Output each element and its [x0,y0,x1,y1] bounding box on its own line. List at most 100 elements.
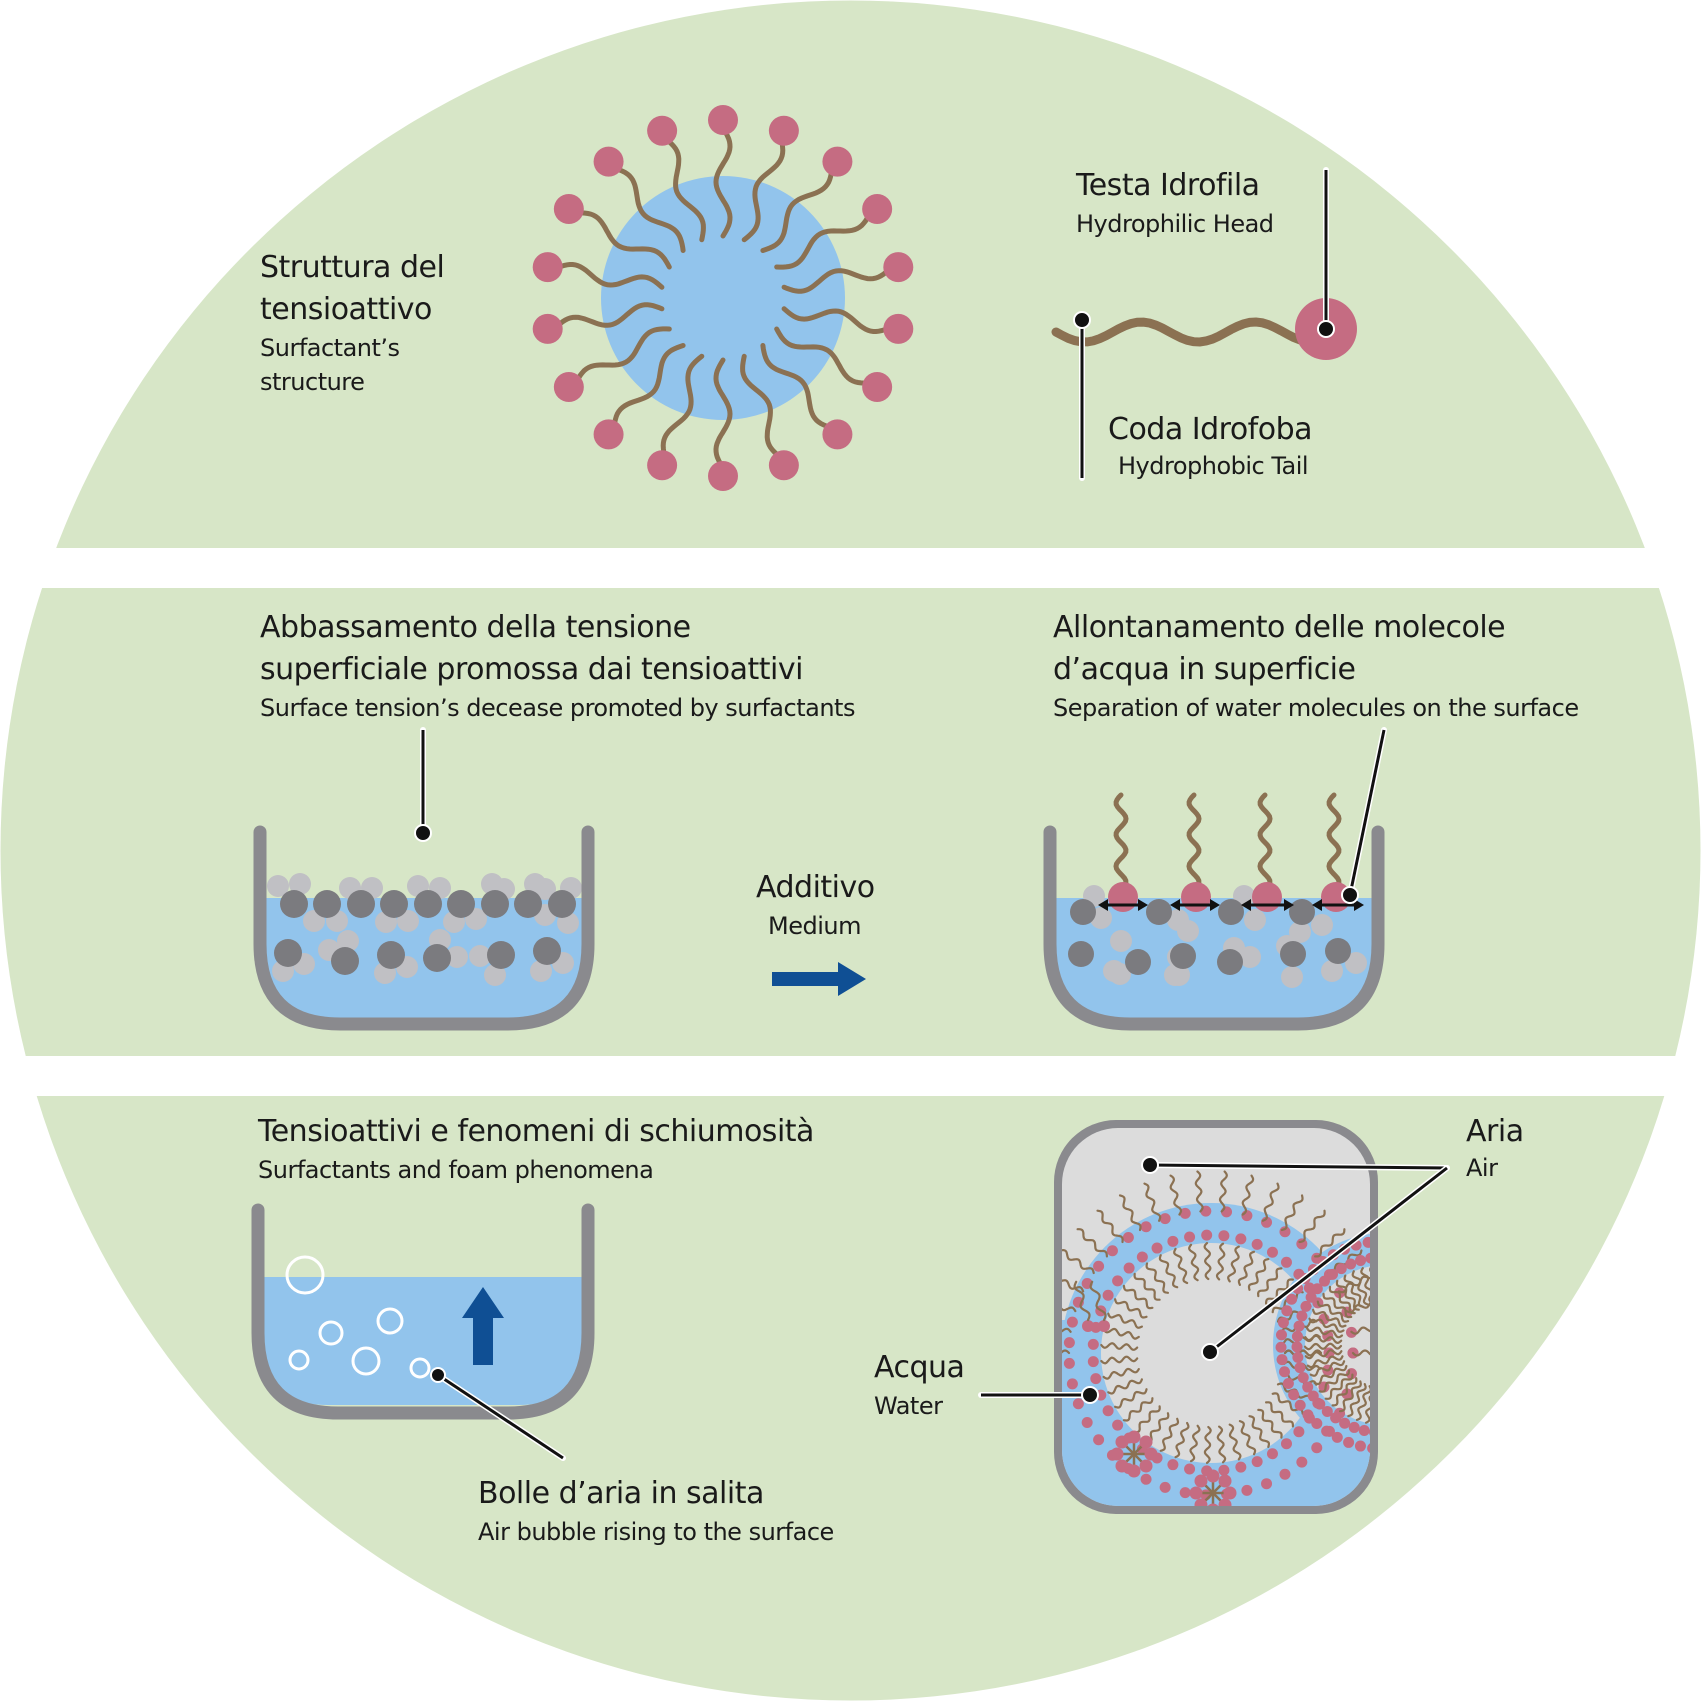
surfactant-head [1179,1207,1191,1219]
panel2-left-title-en: Surface tension’s decease promoted by su… [260,694,855,722]
surfactant-tail [611,343,686,431]
surfactant-head [1081,1416,1093,1428]
surfactant-tail [1298,1209,1326,1244]
surfactant-head [1300,1300,1312,1312]
water-molecule-light [1164,964,1186,986]
surfactant-head [1139,1459,1153,1473]
surfactant-tail [1228,1423,1242,1461]
surfactant-head [1194,1474,1208,1488]
leader-line [1149,1163,1448,1170]
additive-label-it: Additivo [756,870,875,905]
surfactant-head [1140,1473,1152,1485]
surfactant-tail [1107,1312,1143,1329]
surfactant-head [553,194,584,224]
panel2-right-title-en: Separation of water molecules on the sur… [1053,694,1579,722]
surfactant-head [1345,1258,1357,1270]
surfactant-tail [1073,1280,1091,1322]
surfactant-tail [1304,1334,1343,1345]
surfactant-tail [1335,1279,1360,1311]
air-bubble [376,1307,404,1335]
air-bubble [285,1255,325,1295]
surfactant-head [1302,1409,1314,1421]
surfactant-head [1093,1434,1105,1446]
water-molecule-dark [481,890,509,918]
surfactant-head [1218,1474,1232,1488]
surfactant-head [822,146,853,177]
water-molecule-dark [380,890,408,918]
leader-line [1209,1166,1448,1354]
right-arrow-icon [772,962,866,996]
water-molecule-dark [347,890,375,918]
surfactant-head [593,419,624,450]
surfactant-tail [1328,1285,1356,1315]
surfactant-head [1286,1293,1298,1305]
surfactant-head [647,450,678,481]
surfactant-head [1275,1329,1287,1341]
air-bubble [288,1349,310,1371]
water-molecule-dark [1146,899,1172,925]
surfactant-head [1167,1235,1179,1247]
water-molecule-dark [1170,943,1196,969]
leader-line [1348,729,1386,896]
surfactant-head [1314,1398,1326,1410]
surfactant-head [1112,1419,1124,1431]
surfactant-tail [1355,1385,1370,1421]
surfactant-head [1278,1366,1290,1378]
surfactant-head [532,313,563,344]
surfactant-tail [1241,1174,1255,1216]
surfactant-head [1311,1418,1323,1430]
water-molecule-dark [1068,941,1094,967]
surfactant-head [1127,1430,1141,1444]
water-molecule-light [1281,966,1303,988]
surfactant-tail [1343,1274,1365,1308]
surfactant-tail [1102,1327,1140,1340]
panel3-title-it: Tensioattivi e fenomeni di schiumosità [258,1114,814,1149]
arrowhead-right [1354,899,1364,911]
surfactant-head [1294,1362,1306,1374]
surfactant-tail [713,357,733,471]
water-molecule-dark [514,890,542,918]
leader-dot [414,824,432,842]
surfactant-head [768,450,799,481]
surfactant-tail [1265,1401,1294,1428]
surfactant-head [1122,1232,1134,1244]
head-label-en: Hydrophilic Head [1076,210,1274,238]
head-label-it: Testa Idrofila [1076,168,1260,203]
water-label-it: Acqua [874,1350,965,1385]
surfactant-head [1321,1425,1333,1437]
water-molecule-light [484,964,506,986]
water-molecule-light [446,946,468,968]
surfactant-head [1335,1263,1347,1275]
water-molecule-dark [377,941,405,969]
surfactant-head [883,313,914,344]
surfactant-tail [1107,1378,1143,1395]
surfactant-head [1355,1254,1367,1266]
surfactant-tail [1256,1267,1283,1298]
surfactant-head [1140,1221,1152,1233]
molecule-tail [1051,317,1311,347]
surfactant-tail [1122,1284,1154,1310]
surfactant-tail [553,302,665,330]
surfactant-head [553,372,584,402]
beaker-wall [253,825,595,1031]
panel2-right-title-it-1: Allontanamento delle molecole [1053,610,1506,645]
leader-dot [1317,320,1335,338]
surfactant-head [1280,1256,1292,1268]
surfactant-head [1294,1399,1306,1411]
surfactant-tail [1304,1349,1343,1360]
beaker-without-surfactant [253,825,595,1031]
surfactant-head [1291,1330,1303,1342]
surfactant-head [1072,1398,1084,1410]
leader-dot [1201,1343,1219,1361]
surfactant-tail [1114,1388,1148,1409]
surfactant-tail [1194,1170,1204,1213]
air-bubble [409,1357,431,1379]
surfactant-head [1331,1431,1343,1443]
panel2-left-title-it-2: superficiale promossa dai tensioattivi [260,652,803,687]
foam-container-illustration [1054,1120,1378,1514]
up-arrow-icon [462,1287,504,1365]
surfactant-head [1179,1487,1191,1499]
surfactant-tail [1143,1182,1162,1222]
surfactant-head [1241,1210,1253,1222]
